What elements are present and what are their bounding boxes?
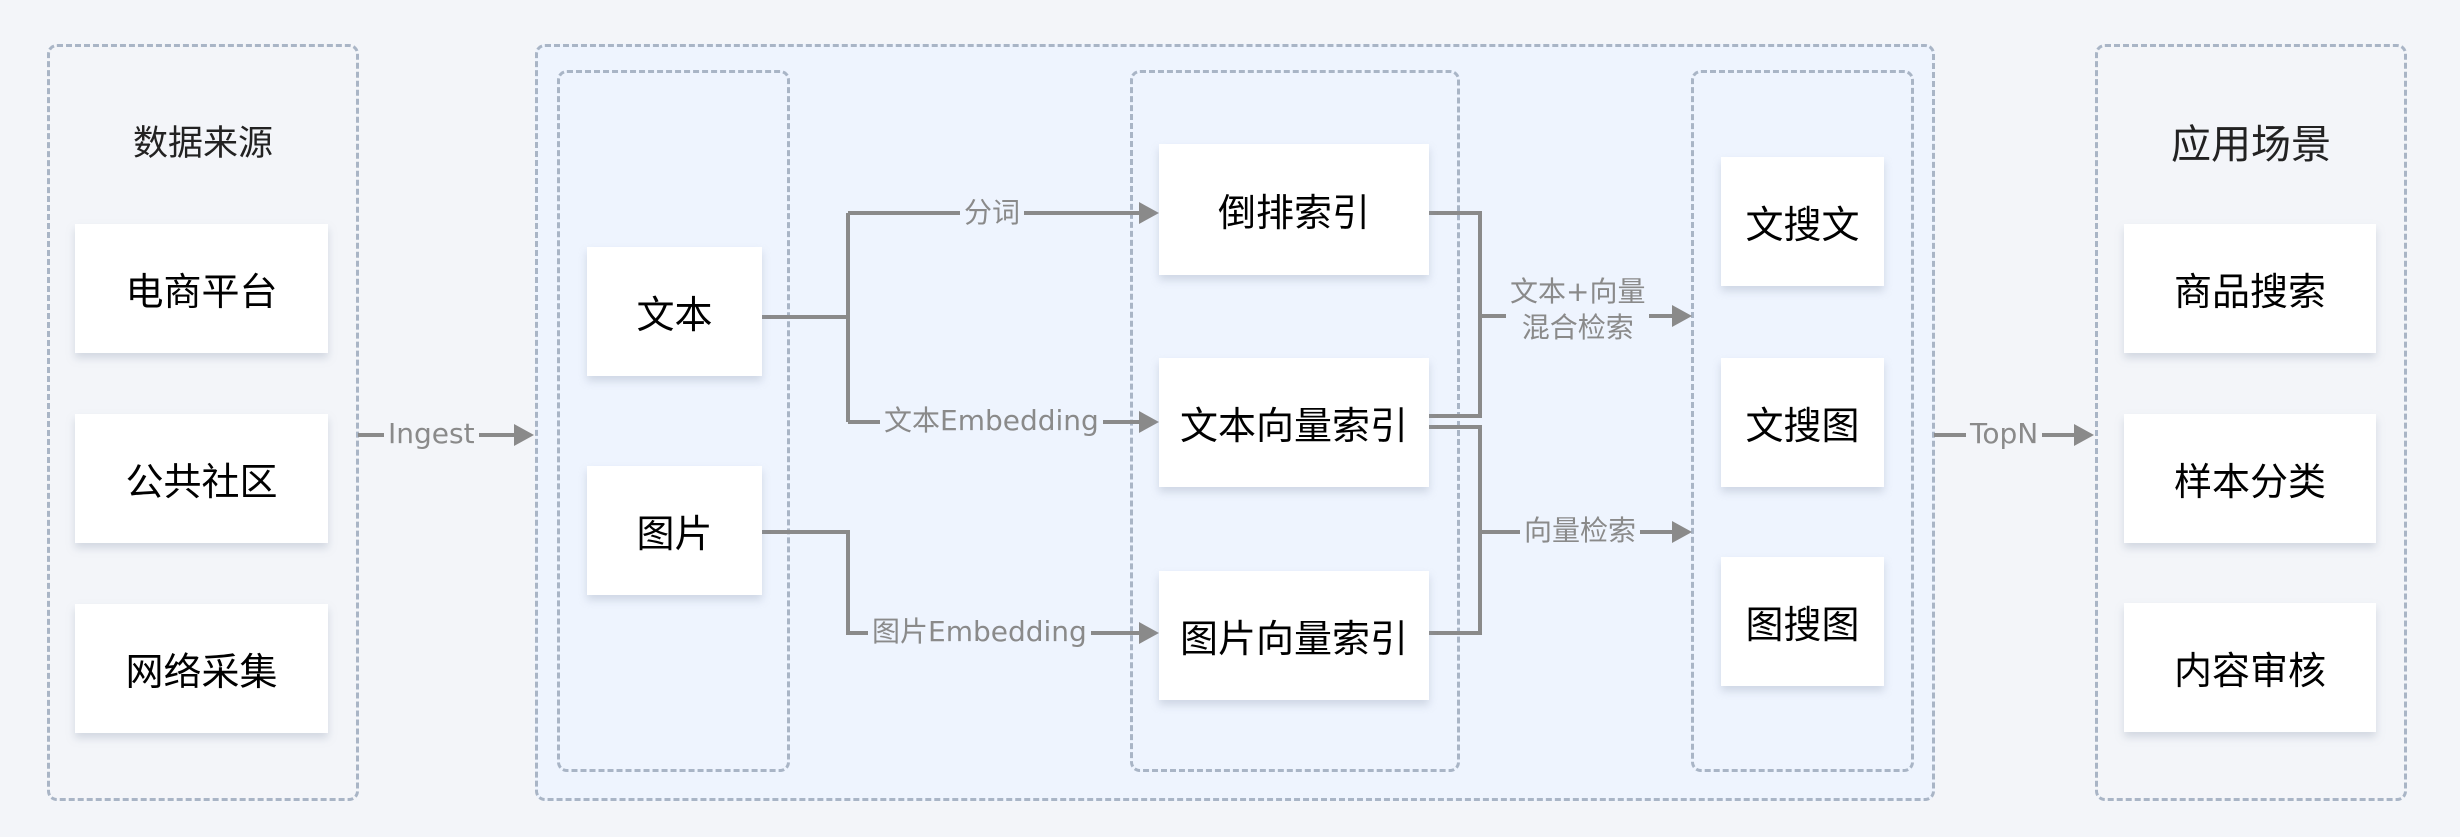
- applications-title: 应用场景: [2171, 122, 2331, 168]
- data-sources-group: [47, 44, 359, 801]
- text-vector-index[interactable]: 文本向量索引: [1159, 358, 1429, 487]
- vector-search-label: 向量检索: [1520, 513, 1641, 550]
- applications-group: [2095, 44, 2407, 801]
- input-image[interactable]: 图片: [587, 466, 762, 595]
- hybrid-search-label: 文本+向量 混合检索: [1506, 274, 1650, 347]
- topn-label: TopN: [1966, 416, 2043, 453]
- hybrid-search-label-line1: 文本+向量: [1510, 275, 1646, 308]
- image-embedding-label: 图片Embedding: [868, 614, 1091, 651]
- topn-arrowhead: [2074, 424, 2094, 446]
- source-community[interactable]: 公共社区: [75, 414, 328, 543]
- source-web-crawl[interactable]: 网络采集: [75, 604, 328, 733]
- app-product-search[interactable]: 商品搜索: [2124, 224, 2376, 353]
- ingest-label: Ingest: [384, 416, 479, 453]
- inverted-index[interactable]: 倒排索引: [1159, 144, 1429, 275]
- data-sources-title: 数据来源: [132, 124, 273, 164]
- input-text[interactable]: 文本: [587, 247, 762, 376]
- search-text-to-text[interactable]: 文搜文: [1721, 157, 1884, 286]
- text-branch-connector: [762, 211, 1140, 424]
- app-sample-classification[interactable]: 样本分类: [2124, 414, 2376, 543]
- app-content-moderation[interactable]: 内容审核: [2124, 603, 2376, 732]
- image-vector-index[interactable]: 图片向量索引: [1159, 571, 1429, 700]
- text-embedding-arrowhead: [1139, 411, 1159, 433]
- tokenize-arrowhead: [1139, 202, 1159, 224]
- ingest-arrowhead: [514, 424, 534, 446]
- hybrid-search-label-line2: 混合检索: [1521, 311, 1634, 345]
- search-image-to-image[interactable]: 图搜图: [1721, 557, 1884, 686]
- search-modes-group: [1691, 70, 1914, 772]
- input-types-group: [557, 70, 790, 772]
- hybrid-arrowhead: [1672, 305, 1692, 327]
- vector-arrowhead: [1672, 521, 1692, 543]
- source-ecommerce[interactable]: 电商平台: [75, 224, 328, 353]
- search-text-to-image[interactable]: 文搜图: [1721, 358, 1884, 487]
- text-embedding-label: 文本Embedding: [880, 403, 1103, 440]
- tokenize-label: 分词: [960, 195, 1025, 232]
- image-embedding-arrowhead: [1139, 622, 1159, 644]
